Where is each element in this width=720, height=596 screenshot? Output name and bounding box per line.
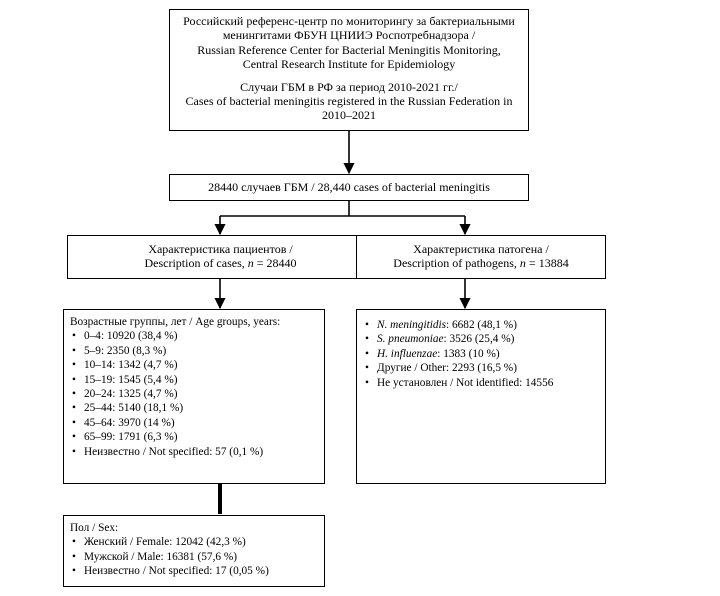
patients-title: Характеристика пациентов /	[148, 242, 293, 256]
pathogen-item-other: Другие / Other: 2293 (16,5 %)	[363, 361, 601, 376]
pathogen-list: N. meningitidis: 6682 (48,1 %) S. pneumo…	[363, 318, 601, 390]
period-line-2: Cases of bacterial meningitis registered…	[185, 94, 513, 109]
age-group-item: 10–14: 1342 (4,7 %)	[70, 358, 320, 373]
source-line-1: Российский референс-центр по мониторингу…	[183, 14, 515, 28]
pathogen-item-meningitidis: N. meningitidis: 6682 (48,1 %)	[363, 318, 601, 333]
pathogen-list-box: N. meningitidis: 6682 (48,1 %) S. pneumo…	[356, 309, 606, 484]
patients-count: Description of cases, n = 28440	[144, 256, 297, 271]
pathogens-count: Description of pathogens, n = 13884	[393, 256, 569, 271]
age-group-item: 0–4: 10920 (38,4 %)	[70, 329, 320, 344]
sex-item: Мужской / Male: 16381 (57,6 %)	[70, 550, 320, 565]
source-line-2: менингитами ФБУН ЦНИИЭ Роспотребнадзора …	[222, 28, 476, 43]
pathogen-item-not-identified: Не установлен / Not identified: 14556	[363, 376, 601, 391]
source-line-3: Russian Reference Center for Bacterial M…	[197, 42, 501, 57]
pathogen-item-influenzae: H. influenzae: 1383 (10 %)	[363, 347, 601, 362]
sex-item: Женский / Female: 12042 (42,3 %)	[70, 535, 320, 550]
total-cases-box: 28440 случаев ГБМ / 28,440 cases of bact…	[169, 174, 529, 201]
age-group-item: 5–9: 2350 (8,3 %)	[70, 344, 320, 359]
age-groups-box: Возрастные группы, лет / Age groups, yea…	[63, 309, 325, 484]
sex-list: Женский / Female: 12042 (42,3 %) Мужской…	[70, 535, 320, 579]
age-group-item: 45–64: 3970 (14 %)	[70, 416, 320, 431]
source-box: Российский референс-центр по мониторингу…	[169, 9, 529, 131]
age-group-item: Неизвестно / Not specified: 57 (0,1 %)	[70, 445, 320, 460]
sex-item: Неизвестно / Not specified: 17 (0,05 %)	[70, 564, 320, 579]
sex-box: Пол / Sex: Женский / Female: 12042 (42,3…	[63, 515, 325, 587]
total-cases-text: 28440 случаев ГБМ / 28,440 cases of bact…	[208, 180, 490, 194]
period-line-3: 2010–2021	[322, 108, 376, 123]
pathogen-item-pneumoniae: S. pneumoniae: 3526 (25,4 %)	[363, 332, 601, 347]
age-group-item: 15–19: 1545 (5,4 %)	[70, 373, 320, 388]
patients-description-box: Характеристика пациентов / Description o…	[67, 235, 374, 279]
period-line-1: Случаи ГБМ в РФ за период 2010-2021 гг./	[240, 79, 458, 94]
age-group-item: 65–99: 1791 (6,3 %)	[70, 430, 320, 445]
age-groups-list: 0–4: 10920 (38,4 %) 5–9: 2350 (8,3 %) 10…	[70, 329, 320, 459]
sex-title: Пол / Sex:	[70, 522, 119, 534]
source-line-4: Central Research Institute for Epidemiol…	[242, 57, 456, 72]
pathogens-title: Характеристика патогена /	[413, 242, 549, 256]
age-groups-title: Возрастные группы, лет / Age groups, yea…	[70, 316, 281, 328]
pathogens-description-box: Характеристика патогена / Description of…	[356, 235, 606, 279]
age-group-item: 25–44: 5140 (18,1 %)	[70, 401, 320, 416]
age-group-item: 20–24: 1325 (4,7 %)	[70, 387, 320, 402]
